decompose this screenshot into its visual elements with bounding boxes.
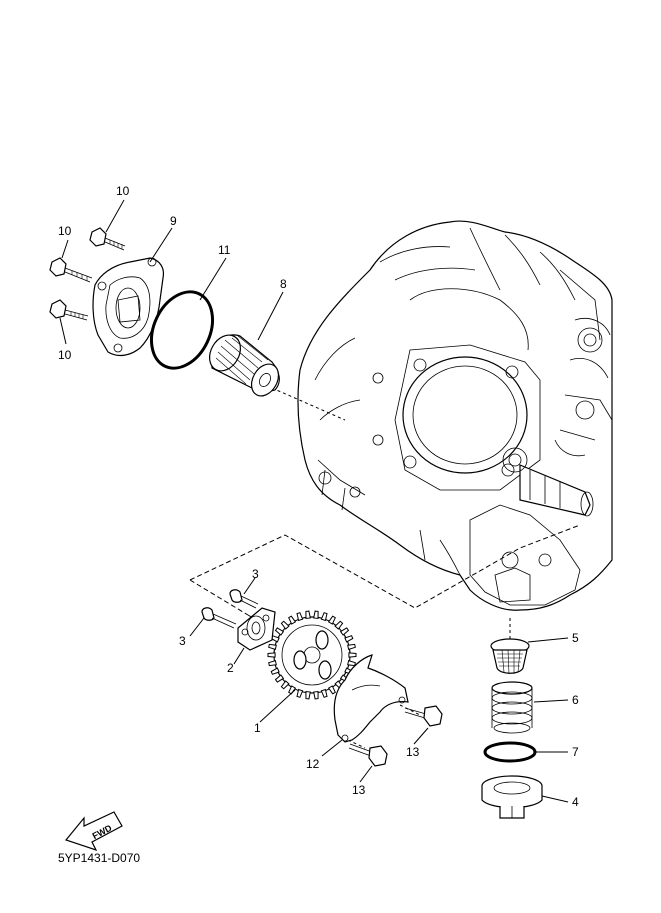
output-shaft	[502, 447, 594, 517]
gear-tooth	[305, 610, 311, 620]
gear-tooth	[267, 652, 276, 658]
gear-tooth	[347, 659, 356, 667]
oil-pump	[237, 607, 276, 651]
gear-tooth	[339, 627, 350, 636]
gear-tooth	[313, 610, 319, 620]
plate	[333, 654, 409, 743]
oil-strainer	[490, 638, 530, 675]
gear-tooth	[320, 612, 328, 622]
o-ring-7	[483, 741, 537, 763]
gear-tooth	[305, 690, 311, 700]
callout-10-bottom: 10	[58, 348, 72, 362]
gear-tooth	[313, 690, 319, 700]
bolt-13-bottom	[348, 743, 388, 767]
screw-3-lower	[201, 607, 237, 629]
bolt-10-middle	[49, 257, 93, 283]
bolt-13-right	[404, 705, 443, 727]
cylinder-bore	[372, 344, 541, 491]
drain-plug	[481, 775, 543, 819]
callout-4: 4	[572, 795, 579, 809]
gear-tooth	[347, 643, 356, 651]
callout-5: 5	[572, 631, 579, 645]
callout-8: 8	[280, 277, 287, 291]
gear-tooth	[344, 635, 354, 643]
callout-10-top: 10	[116, 184, 130, 198]
callout-1: 1	[254, 721, 261, 735]
gear-tooth	[348, 652, 357, 658]
gear-tooth	[268, 659, 277, 667]
gear-tooth	[288, 615, 297, 625]
callout-13-bottom: 13	[352, 783, 366, 797]
gear-tooth	[274, 674, 285, 683]
gear-tooth	[320, 688, 328, 698]
callout-13-right: 13	[406, 745, 420, 759]
gear-tooth	[268, 643, 277, 651]
gear-tooth	[296, 688, 304, 698]
gear-tooth	[274, 627, 285, 636]
gear-tooth	[280, 680, 290, 690]
oil-pump-gear	[267, 610, 357, 700]
callout-10-middle: 10	[58, 224, 72, 238]
callout-2: 2	[227, 661, 234, 675]
spring	[491, 681, 533, 734]
gear-tooth	[327, 685, 336, 695]
callout-12: 12	[306, 757, 320, 771]
gear-tooth	[280, 620, 290, 630]
screw-3-upper	[229, 589, 259, 609]
bolt-10-top	[89, 227, 126, 251]
oil-filter-element	[208, 334, 280, 397]
callout-3-upper: 3	[252, 567, 259, 581]
engine-crankcase	[297, 220, 613, 611]
gear-tooth	[334, 620, 344, 630]
forward-arrow-icon: FWD	[64, 811, 123, 852]
callout-9: 9	[170, 214, 177, 228]
gear-tooth	[327, 615, 336, 625]
diagram-reference-code: 5YP1431-D070	[58, 851, 140, 865]
bolt-10-bottom	[49, 299, 89, 321]
gear-tooth	[270, 667, 280, 675]
leader-lines	[59, 199, 569, 803]
gear-tooth	[296, 612, 304, 622]
callout-7: 7	[572, 745, 579, 759]
callout-11: 11	[218, 243, 231, 257]
o-ring-11	[150, 290, 214, 370]
callout-3-lower: 3	[179, 634, 186, 648]
callout-labels: 10 9 11 8 10 10 3 3 2 1 12 13 13 5 6 7 4	[58, 184, 579, 809]
callout-6: 6	[572, 693, 579, 707]
